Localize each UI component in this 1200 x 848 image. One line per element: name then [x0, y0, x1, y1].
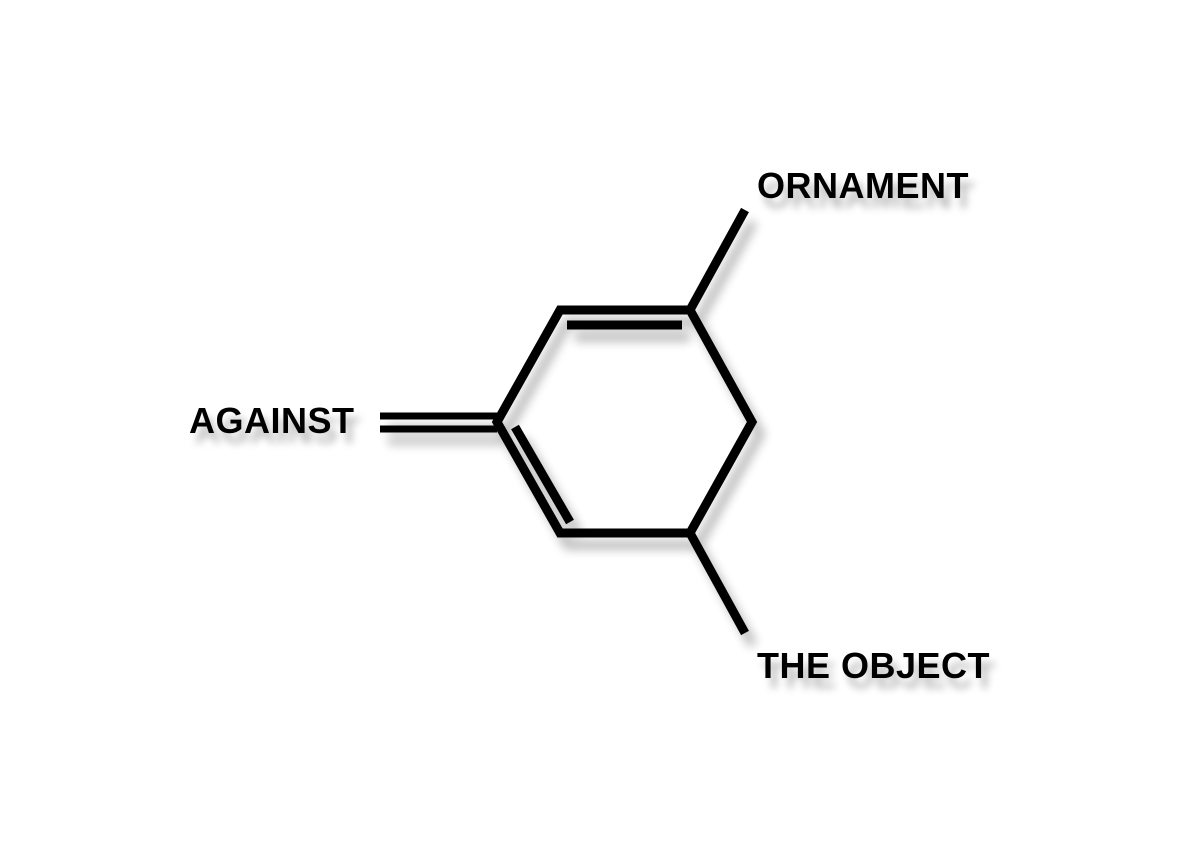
- hexagon-ring: [491, 305, 758, 538]
- label-against: AGAINST: [189, 400, 355, 441]
- bond-ornament: [686, 207, 749, 313]
- label-the-object: THE OBJECT: [757, 645, 991, 686]
- bond-the-object: [686, 530, 749, 636]
- inner-double-bond-lower-left: [511, 424, 574, 525]
- label-ornament: ORNAMENT: [757, 165, 969, 206]
